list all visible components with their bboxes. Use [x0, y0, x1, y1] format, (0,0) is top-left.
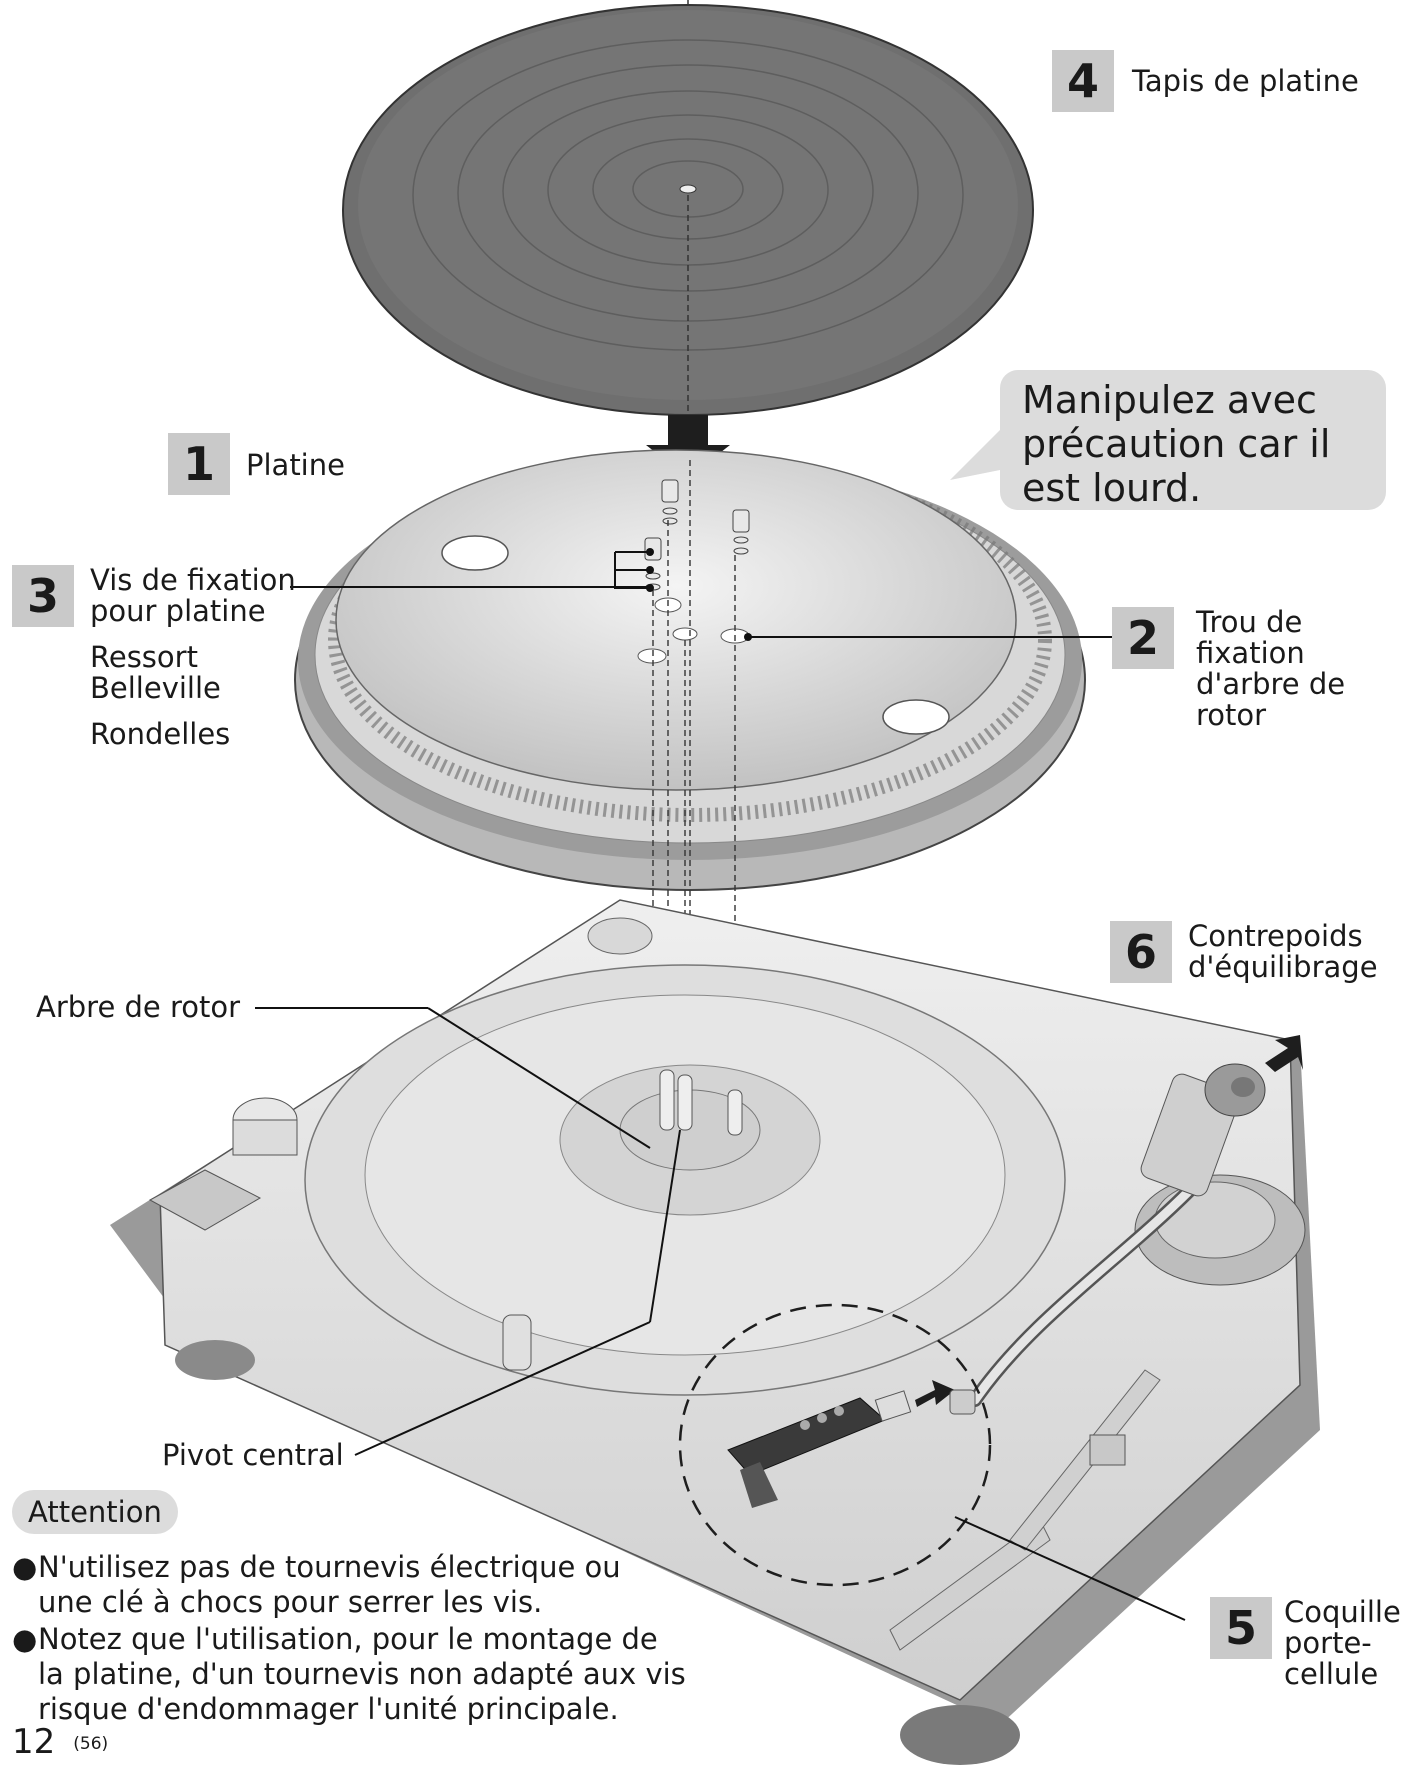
attention-item-2-line-1: Notez que l'utilisation, pour le montage…: [38, 1622, 658, 1656]
callout-box: [1000, 370, 1386, 510]
headshell-highlight-circle: [678, 1303, 992, 1587]
bullet-icon: ●: [12, 1622, 38, 1656]
callout-line-3: est lourd.: [1022, 466, 1202, 510]
rotor-hole-line-2: d'arbre de rotor: [1196, 667, 1346, 732]
headshell-line-1: Coquille: [1284, 1595, 1401, 1629]
tonearm: [968, 1063, 1306, 1407]
spring-line-1: Ressort: [90, 640, 198, 674]
center-pivot-label: Pivot central: [162, 1438, 344, 1472]
rotor-hole-line-1: Trou de fixation: [1196, 605, 1305, 670]
step-2-number: 2: [1112, 607, 1174, 669]
turntable-base: [110, 899, 1320, 1765]
callout-text: Manipulez avec précaution car il est lou…: [1022, 378, 1382, 510]
attention-item-1: ●N'utilisez pas de tournevis électrique …: [12, 1550, 621, 1620]
washers-label: Rondelles: [90, 717, 231, 751]
page-number-sub: (56): [73, 1733, 109, 1754]
step-6-number: 6: [1110, 921, 1172, 983]
headshell-line-2: porte-: [1284, 1626, 1372, 1660]
fixing-screw-line-1: Vis de fixation: [90, 563, 296, 597]
attention-item-2-line-2: la platine, d'un tournevis non adapté au…: [38, 1657, 686, 1691]
arrow-headshell-icon: [915, 1380, 955, 1407]
down-arrow-icon: [646, 415, 730, 478]
rotor-shaft-label: Arbre de rotor: [36, 990, 241, 1024]
page-number-main: 12: [12, 1722, 56, 1762]
bullet-icon: ●: [12, 1550, 38, 1584]
callout-line-2: précaution car il: [1022, 422, 1331, 466]
headshell-label: Coquille porte- cellule: [1284, 1597, 1401, 1690]
arrow-counterweight-icon: [1265, 1035, 1303, 1072]
turntable-mat-label: Tapis de platine: [1132, 64, 1359, 98]
step-1-number: 1: [168, 433, 230, 495]
attention-item-2: ●Notez que l'utilisation, pour le montag…: [12, 1622, 686, 1727]
attention-item-2-line-3: risque d'endommager l'unité principale.: [38, 1692, 619, 1726]
rotor-hole-label: Trou de fixation d'arbre de rotor: [1196, 607, 1417, 731]
counterweight-label: Contrepoids d'équilibrage: [1188, 921, 1378, 983]
spring-label: Ressort Belleville: [90, 642, 221, 704]
step-4-number: 4: [1052, 50, 1114, 112]
fixing-screws: [644, 479, 750, 591]
attention-badge: Attention: [12, 1490, 178, 1534]
attention-item-1-line-1: N'utilisez pas de tournevis électrique o…: [38, 1550, 621, 1584]
spring-line-2: Belleville: [90, 671, 221, 705]
fixing-screw-line-2: pour platine: [90, 594, 266, 628]
counterweight-line-1: Contrepoids: [1188, 919, 1363, 953]
step-3-number: 3: [12, 565, 74, 627]
platter-label: Platine: [246, 448, 345, 482]
callout-line-1: Manipulez avec: [1022, 378, 1317, 422]
headshell: [727, 1390, 912, 1508]
attention-item-1-line-2: une clé à chocs pour serrer les vis.: [38, 1585, 543, 1619]
fixing-screw-label: Vis de fixation pour platine: [90, 565, 296, 627]
headshell-line-3: cellule: [1284, 1657, 1379, 1691]
counterweight-line-2: d'équilibrage: [1188, 950, 1378, 984]
step-5-number: 5: [1210, 1597, 1272, 1659]
page-number: 12 (56): [12, 1722, 108, 1762]
